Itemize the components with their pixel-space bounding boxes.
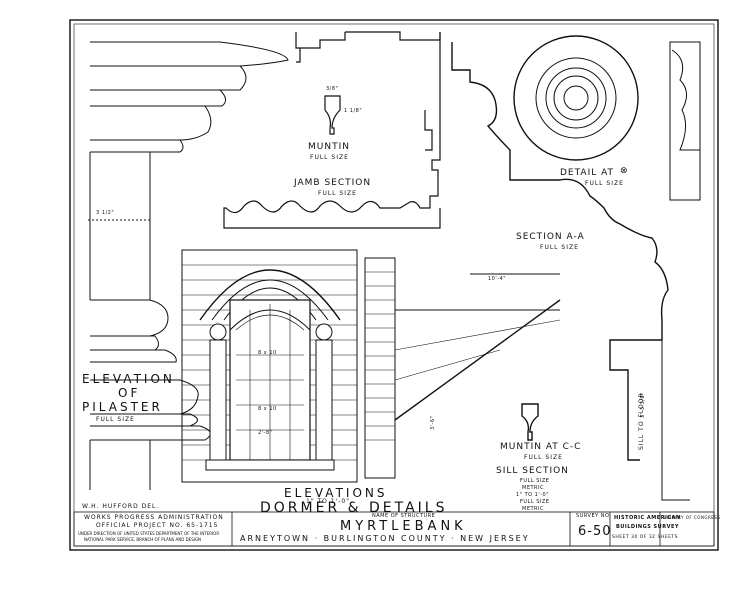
detail-x-marker: ⊗ (620, 166, 629, 176)
wpa-line3: UNDER DIRECTION OF UNITED STATES DEPARTM… (78, 531, 220, 536)
dimension-pane-upper: 8 x 10 (258, 350, 277, 356)
pilaster-elevation (88, 41, 289, 490)
habs-line1: HISTORIC AMERICAN (614, 515, 681, 521)
wpa-line4: NATIONAL PARK SERVICE, BRANCH OF PLANS A… (84, 537, 202, 542)
wpa-line1: WORKS PROGRESS ADMINISTRATION (84, 514, 224, 521)
dimension-pane-lower: 8 x 10 (258, 406, 277, 412)
sill-section-label: SILL SECTION (496, 466, 569, 476)
sill-scale-3: 1" TO 1'-0" (516, 492, 549, 498)
dimension-sill-height: 3'-3 3/8" (640, 392, 646, 418)
section-aa-label: SECTION A-A (516, 232, 585, 242)
title-block-frame (73, 511, 715, 547)
section-aa-profile (451, 41, 701, 501)
dimension-side: 3'-6" (430, 415, 436, 430)
dimension-width: 10'-4" (488, 276, 507, 282)
dimension-muntin: 1 1/8" (344, 108, 363, 114)
jamb-section-scale: FULL SIZE (318, 190, 357, 197)
muntin-cc-profile (521, 403, 539, 441)
habs-line2: BUILDINGS SURVEY (616, 524, 679, 530)
dimension-window-width: 2'-8" (258, 430, 273, 436)
dimension-pilaster: 3 1/2" (96, 210, 115, 216)
structure-location: ARNEYTOWN · BURLINGTON COUNTY · NEW JERS… (240, 534, 530, 543)
sheet-inner-border (73, 23, 715, 547)
muntin-label: MUNTIN (308, 142, 350, 152)
survey-number: 6-50 (578, 524, 612, 539)
sill-scale-2: METRIC (522, 485, 544, 491)
sill-scale-1: FULL SIZE (520, 478, 550, 484)
section-aa-scale: FULL SIZE (540, 244, 579, 251)
muntin-scale: FULL SIZE (310, 154, 349, 161)
dormer-side (364, 257, 561, 479)
dormer-details-title: DORMER & DETAILS (260, 500, 448, 516)
name-of-structure-caption: NAME OF STRUCTURE (372, 513, 436, 519)
library-of-congress: LIBRARY OF CONGRESS (664, 515, 721, 520)
elevation-of-pilaster-line1: ELEVATION (82, 372, 175, 386)
muntin-cc-scale: FULL SIZE (524, 454, 563, 461)
sheet-number: SHEET 30 OF 32 SHEETS (612, 535, 679, 540)
sill-scale-5: METRIC (522, 506, 544, 512)
elevation-of-pilaster-line2: OF (118, 386, 141, 400)
dimension-muntin-width: 3/8" (326, 86, 339, 92)
sheet-outer-border (69, 19, 719, 551)
detail-at-label: DETAIL AT (560, 168, 615, 178)
structure-name: MYRTLEBANK (340, 519, 467, 534)
elevation-of-pilaster-scale: FULL SIZE (96, 416, 135, 423)
jamb-section (223, 31, 441, 229)
wpa-line2: OFFICIAL PROJECT NO. 65-1715 (96, 522, 219, 529)
survey-number-caption: SURVEY NO. (576, 513, 612, 519)
elevation-of-pilaster-line3: PILASTER (82, 400, 163, 414)
muntin-cc-label: MUNTIN AT C-C (500, 442, 582, 452)
sill-scale-4: FULL SIZE (520, 499, 550, 505)
drafter-credit: W.H. HUFFORD DEL. (82, 503, 160, 510)
elevations-label: ELEVATIONS (284, 486, 388, 500)
jamb-section-label: JAMB SECTION (294, 178, 372, 188)
detail-at-scale: FULL SIZE (585, 180, 624, 187)
elevations-scale: 1" TO 1'-0" (306, 498, 350, 505)
detail-circle (513, 35, 639, 161)
dormer-elevation (181, 249, 358, 483)
